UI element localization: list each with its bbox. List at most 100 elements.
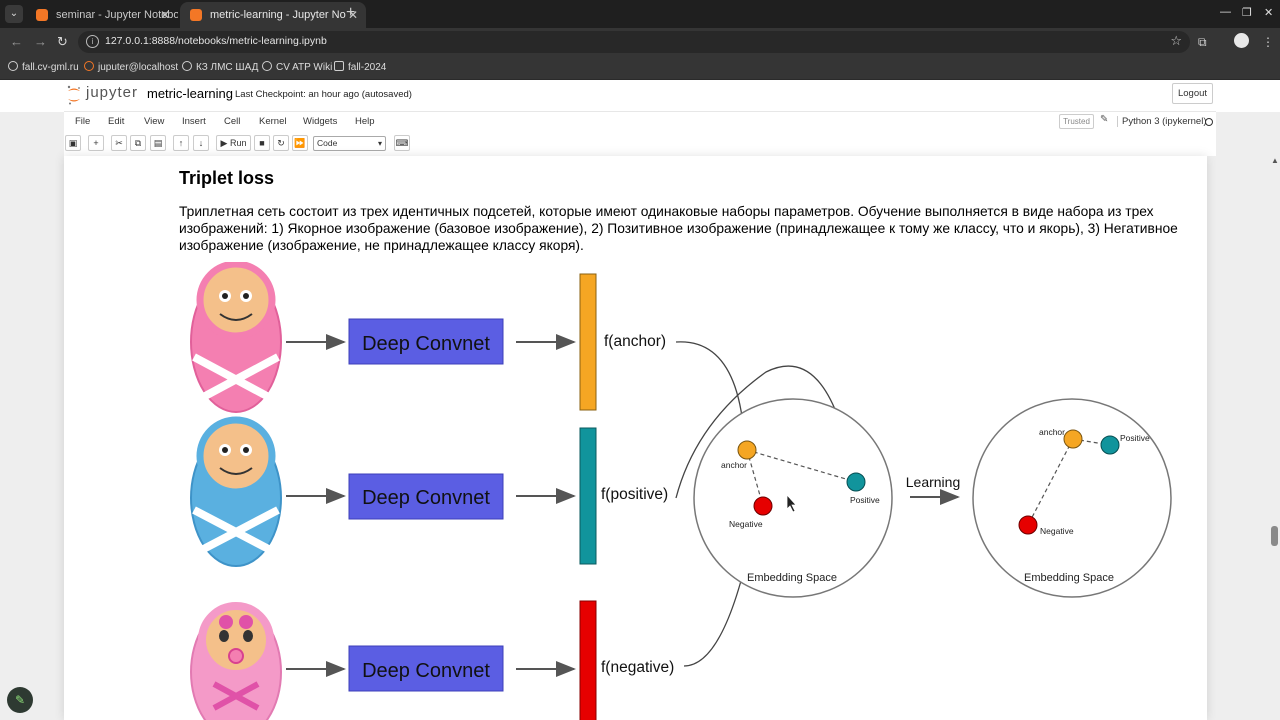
embedding-space-after: anchor Positive Negative Embedding Space [972,398,1172,598]
kernel-name[interactable]: Python 3 (ipykernel) [1117,116,1206,127]
embedding-bar-anchor [579,273,597,411]
insert-cell-icon[interactable]: + [88,135,104,151]
bookmark-item[interactable]: КЗ ЛМС ШАД [182,61,258,73]
baby-negative-image [190,602,282,720]
folder-icon [334,61,344,71]
svg-text:Positive: Positive [1120,433,1150,443]
close-tab-icon[interactable]: ✕ [159,8,170,22]
paste-icon[interactable]: ▤ [150,135,166,151]
profile-avatar-icon[interactable] [1234,33,1249,48]
curve-arrow-positive [675,365,854,499]
close-window-icon[interactable]: ✕ [1264,7,1274,19]
menu-widgets[interactable]: Widgets [303,116,338,127]
svg-text:anchor: anchor [721,460,747,470]
chevron-down-icon: ▾ [377,139,382,148]
url-text: 127.0.0.1:8888/notebooks/metric-learning… [105,35,327,47]
scroll-up-icon[interactable]: ▲ [1271,156,1279,165]
kernel-idle-indicator-icon [1205,118,1213,126]
svg-text:Negative: Negative [1040,526,1074,536]
svg-text:Deep Convnet: Deep Convnet [362,660,490,682]
trusted-badge[interactable]: Trusted [1059,114,1094,129]
reload-icon[interactable]: ↻ [57,34,68,49]
bookmark-star-icon[interactable]: ☆ [1170,33,1182,48]
svg-text:Deep Convnet: Deep Convnet [362,487,490,509]
tab-title: seminar - Jupyter Notebook [56,9,178,21]
notebook-toolbar: ▣ + ✂ ⧉ ▤ ↑ ↓ ▶ Run ■ ↻ ⏩ Code▾ ⌨ [64,132,1216,156]
menu-file[interactable]: File [75,116,91,127]
copy-icon[interactable]: ⧉ [130,135,146,151]
svg-text:anchor: anchor [1039,427,1065,437]
label-f-positive: f(positive) [601,486,668,503]
menu-insert[interactable]: Insert [182,116,206,127]
label-f-anchor: f(anchor) [604,333,666,350]
cut-icon[interactable]: ✂ [111,135,127,151]
menu-cell[interactable]: Cell [224,116,241,127]
cell-paragraph: Триплетная сеть состоит из трех идентичн… [179,204,1178,253]
move-up-icon[interactable]: ↑ [173,135,189,151]
site-info-icon[interactable]: i [86,35,99,48]
svg-text:Embedding Space: Embedding Space [1024,572,1114,584]
restart-icon[interactable]: ↻ [273,135,289,151]
notebook-menubar: File Edit View Insert Cell Kernel Widget… [64,111,1216,132]
notebook-name[interactable]: metric-learning [147,86,233,101]
jupyter-logo-text[interactable]: jupyter [86,84,139,101]
back-icon[interactable]: ← [10,34,23,49]
run-button[interactable]: ▶ Run [216,135,251,151]
bookmarks-bar: fall.cv-gml.ru juputer@localhost КЗ ЛМС … [0,56,1280,80]
address-bar: ← → ↻ i 127.0.0.1:8888/notebooks/metric-… [0,28,1280,56]
forward-icon[interactable]: → [34,34,47,49]
bookmark-item[interactable]: CV ATP Wiki [262,61,332,73]
anchor-point [737,440,757,460]
learning-label: Learning [906,474,961,490]
lms-icon [182,61,192,71]
restore-icon[interactable]: ❐ [1242,7,1252,19]
stop-icon[interactable]: ■ [254,135,270,151]
menu-kernel[interactable]: Kernel [259,116,287,127]
run-icon: ▶ [220,138,230,148]
svg-text:Positive: Positive [850,495,880,505]
embedding-space-before: anchor Positive Negative Embedding Space [693,398,893,598]
baby-anchor-image [190,262,282,413]
wiki-icon [262,61,272,71]
close-tab-icon[interactable]: ✕ [347,8,358,22]
jupyter-favicon-icon [36,9,48,21]
bookmark-item[interactable]: fall.cv-gml.ru [8,61,79,73]
restart-run-all-icon[interactable]: ⏩ [292,135,308,151]
label-f-negative: f(negative) [601,659,674,676]
svg-text:Embedding Space: Embedding Space [747,572,837,584]
new-tab-icon[interactable]: + [346,4,356,21]
jupyter-header: jupyter metric-learning Last Checkpoint:… [0,80,1280,112]
scrollbar-thumb[interactable] [1271,526,1278,546]
jupyter-icon [84,61,94,71]
embedding-bar-negative [579,600,597,720]
logout-button[interactable]: Logout [1172,83,1213,104]
cell-heading: Triplet loss [179,168,275,188]
triplet-diagram: Deep Convnet Deep Convnet Deep Convnet f… [190,262,1172,720]
negative-point [753,496,773,516]
move-down-icon[interactable]: ↓ [193,135,209,151]
baby-positive-image [190,416,282,567]
convnet-box-positive: Deep Convnet [348,473,504,520]
tab-search-icon[interactable]: ⌄ [5,5,23,23]
tab-title: metric-learning - Jupyter No [210,9,346,21]
minimize-icon[interactable]: — [1220,6,1231,18]
bookmark-item[interactable]: fall-2024 [334,61,386,73]
browser-tab-seminar[interactable]: seminar - Jupyter Notebook ✕ [26,2,178,28]
menu-view[interactable]: View [144,116,165,127]
jupyter-logo-icon[interactable] [66,84,82,106]
convnet-box-negative: Deep Convnet [348,645,504,692]
url-input[interactable]: i 127.0.0.1:8888/notebooks/metric-learni… [78,31,1190,53]
positive-point [846,472,866,492]
cell-type-select[interactable]: Code▾ [313,136,386,151]
save-icon[interactable]: ▣ [65,135,81,151]
menu-kebab-icon[interactable]: ⋮ [1262,35,1274,49]
extensions-icon[interactable]: ⧉ [1198,35,1207,49]
menu-edit[interactable]: Edit [108,116,125,127]
bookmark-item[interactable]: juputer@localhost [84,61,178,73]
menu-help[interactable]: Help [355,116,375,127]
keyboard-icon[interactable]: ⌨ [394,135,410,151]
edit-pencil-icon[interactable]: ✎ [1100,114,1109,125]
browser-tab-metric-learning[interactable]: metric-learning - Jupyter No ✕ [180,2,366,28]
edit-fab-icon[interactable]: ✎ [7,687,33,713]
anchor-point [1063,429,1083,449]
